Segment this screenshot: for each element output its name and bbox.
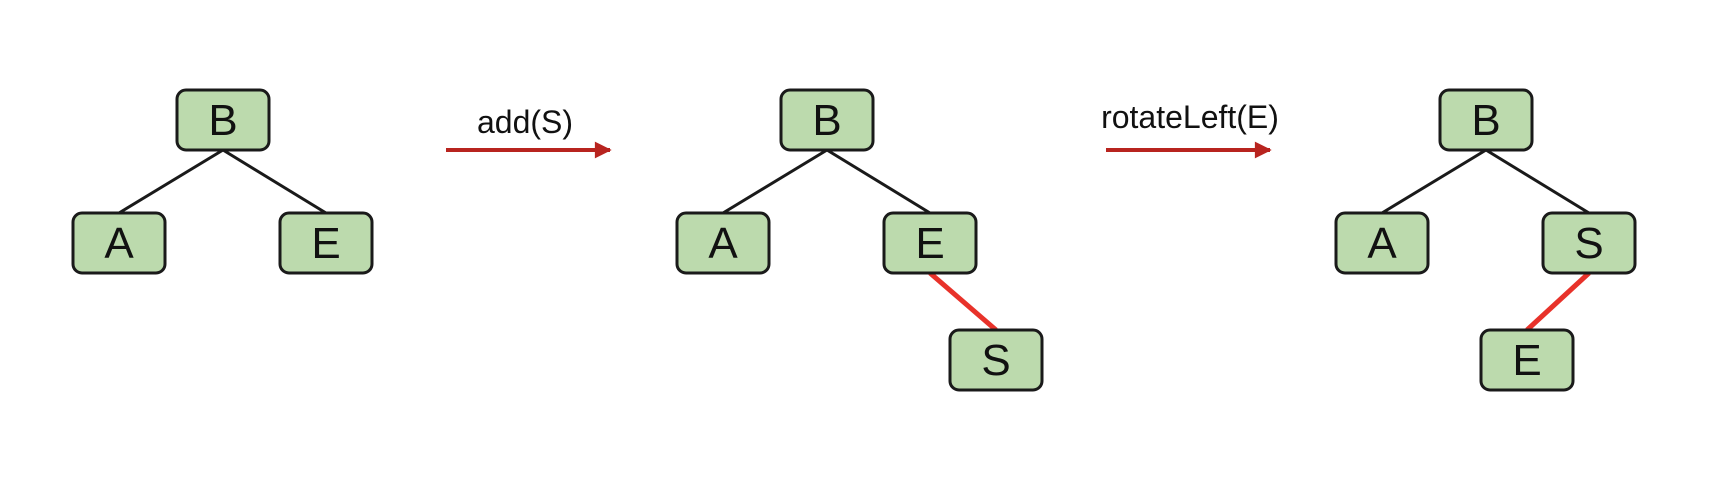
node-box [278,211,374,275]
node-label: S [1574,219,1603,268]
node-label: B [812,96,841,145]
node-label: E [311,219,340,268]
edge-b-s [1485,148,1590,215]
highlighted-edge-e-s [928,271,998,332]
node-label: E [1512,336,1541,385]
node-label: E [915,219,944,268]
node-label: B [1471,96,1500,145]
node-box [948,328,1044,392]
node-box [71,211,167,275]
node-box [175,88,271,152]
tree-3: B A S E [1334,88,1637,392]
operation-1: add(S) [446,104,612,159]
node-s: S [1541,211,1637,275]
node-box [1479,328,1575,392]
operation-label: add(S) [477,104,573,140]
node-b: B [175,88,271,152]
node-label: A [1367,219,1397,268]
node-b: B [779,88,875,152]
node-s: S [948,328,1044,392]
node-label: S [981,336,1010,385]
tree-1: B A E [71,88,374,275]
node-e: E [1479,328,1575,392]
edge-b-a [1381,148,1487,215]
edge-b-e [826,148,931,215]
highlighted-edge-s-e [1525,271,1591,332]
node-box [882,211,978,275]
operation-label: rotateLeft(E) [1101,99,1279,135]
edge-b-e [222,148,327,215]
node-box [1438,88,1534,152]
node-box [1334,211,1430,275]
node-box [675,211,771,275]
node-label: A [708,219,738,268]
node-box [1541,211,1637,275]
node-a: A [675,211,771,275]
node-box [779,88,875,152]
tree-2: B A E S [675,88,1044,392]
node-label: A [104,219,134,268]
node-b: B [1438,88,1534,152]
node-label: B [208,96,237,145]
edge-b-a [118,148,224,215]
node-e: E [882,211,978,275]
node-a: A [1334,211,1430,275]
node-e: E [278,211,374,275]
operation-2: rotateLeft(E) [1101,99,1279,159]
node-a: A [71,211,167,275]
edge-b-a [722,148,828,215]
